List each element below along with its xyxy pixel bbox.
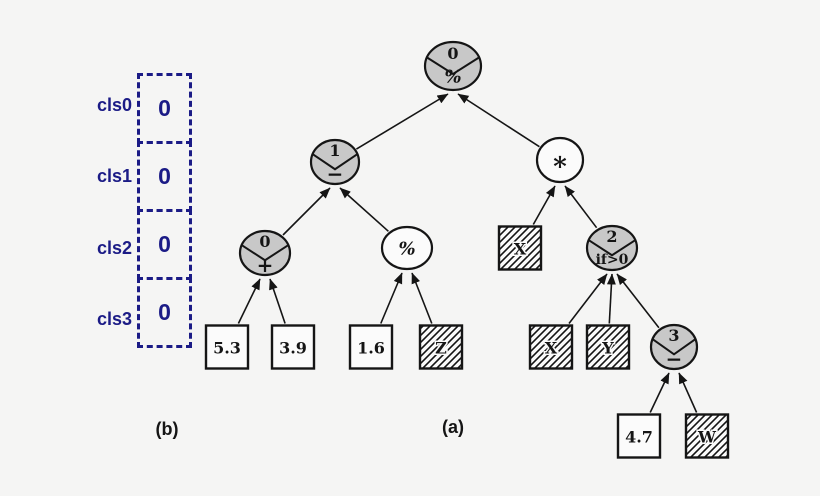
- function-node-shape: [585, 224, 639, 272]
- node-index-wedge: [652, 338, 696, 356]
- tree-node-sub3: 3−: [649, 323, 699, 371]
- register-stack: 0 0 0 0: [137, 73, 192, 348]
- register-cell-cls0: 0: [137, 73, 192, 144]
- leaf-label: 1.6: [357, 339, 385, 358]
- tree-edge-z-div: [411, 272, 433, 324]
- tree-node-mul: ∗: [535, 136, 585, 184]
- tree-edge-n16-div: [380, 272, 403, 324]
- leaf-label: 4.7: [625, 428, 653, 447]
- tree-node-n53: 5.3: [204, 324, 250, 370]
- variable-leaf-box: [684, 413, 730, 459]
- register-cell-cls1: 0: [137, 141, 192, 212]
- node-index-label: 0: [447, 44, 458, 63]
- function-node-shape: [423, 40, 483, 92]
- tree-edge-n47-sub3: [649, 372, 670, 413]
- variable-leaf-box: [585, 324, 631, 370]
- constant-leaf-box: [270, 324, 316, 370]
- register-cell-cls3: 0: [137, 277, 192, 348]
- tree-node-w: W: [684, 413, 730, 459]
- node-operator-label: −: [666, 347, 683, 371]
- leaf-label: Z: [435, 339, 447, 358]
- caption-b: (b): [155, 419, 179, 439]
- tree-edge-div-sub1: [339, 187, 389, 232]
- function-node-shape: [535, 136, 585, 184]
- node-operator-label: −: [327, 162, 344, 186]
- tree-edge-if2-mul: [564, 185, 598, 229]
- leaf-label: X: [545, 339, 558, 358]
- tree-edge-x1-mul: [532, 185, 556, 225]
- tree-node-div: %: [380, 225, 434, 271]
- constant-leaf-box: [348, 324, 394, 370]
- tree-edge-mul-root: [457, 93, 540, 148]
- tree-edge-add0-sub1: [282, 187, 331, 236]
- register-label-cls0: cls0: [96, 95, 132, 115]
- function-node-shape: [238, 229, 292, 277]
- leaf-label: X: [514, 240, 527, 259]
- tree-node-add0: 0+: [238, 229, 292, 277]
- tree-node-n47: 4.7: [616, 413, 662, 459]
- tree-edge-x2-if2: [568, 273, 608, 324]
- constant-leaf-box: [616, 413, 662, 459]
- node-index-label: 3: [668, 326, 679, 345]
- tree-node-n39: 3.9: [270, 324, 316, 370]
- function-node-shape: [649, 323, 699, 371]
- node-index-wedge: [241, 244, 289, 262]
- register-label-cls1: cls1: [96, 166, 132, 186]
- tree-edge-w-sub3: [678, 372, 698, 413]
- node-index-label: 0: [259, 232, 270, 251]
- tree-node-root: 0%: [423, 40, 483, 92]
- constant-leaf-box: [204, 324, 250, 370]
- register-label-cls3: cls3: [96, 309, 132, 329]
- register-value-cls1: 0: [158, 163, 171, 189]
- leaf-label: 3.9: [279, 339, 307, 358]
- leaf-label: W: [697, 428, 717, 447]
- tree-node-x2: X: [528, 324, 574, 370]
- tree-node-n16: 1.6: [348, 324, 394, 370]
- register-cell-cls2: 0: [137, 209, 192, 280]
- tree-edge-sub1-root: [355, 93, 449, 150]
- tree-node-y: Y: [585, 324, 631, 370]
- node-index-wedge: [588, 239, 636, 257]
- register-value-cls2: 0: [158, 231, 171, 257]
- leaf-label: Y: [601, 339, 614, 358]
- node-index-wedge: [426, 56, 480, 76]
- tree-node-if2: 2 if>0: [585, 224, 639, 272]
- variable-leaf-box: [528, 324, 574, 370]
- node-operator-label: %: [444, 67, 461, 88]
- tree-node-sub1: 1−: [309, 138, 361, 186]
- node-operator-label: ∗: [551, 147, 569, 177]
- tree-node-z: Z: [418, 324, 464, 370]
- function-node-shape: [380, 225, 434, 271]
- node-operator-label: if>0: [596, 252, 629, 268]
- tree-node-x1: X: [497, 225, 543, 271]
- caption-a: (a): [442, 417, 464, 437]
- node-index-wedge: [312, 153, 358, 171]
- tree-edge-sub3-if2: [616, 273, 660, 329]
- node-index-label: 1: [329, 141, 340, 160]
- leaf-label: 5.3: [213, 339, 241, 358]
- node-index-label: 2: [606, 227, 617, 246]
- register-label-cls2: cls2: [96, 238, 132, 258]
- tree-edge-n39-add0: [269, 278, 286, 324]
- tree-edge-n53-add0: [237, 278, 261, 324]
- tree-edge-y-if2: [606, 273, 616, 324]
- function-node-shape: [309, 138, 361, 186]
- register-value-cls0: 0: [158, 95, 171, 121]
- variable-leaf-box: [497, 225, 543, 271]
- register-value-cls3: 0: [158, 299, 171, 325]
- variable-leaf-box: [418, 324, 464, 370]
- node-operator-label: %: [398, 239, 415, 260]
- node-operator-label: +: [257, 253, 274, 277]
